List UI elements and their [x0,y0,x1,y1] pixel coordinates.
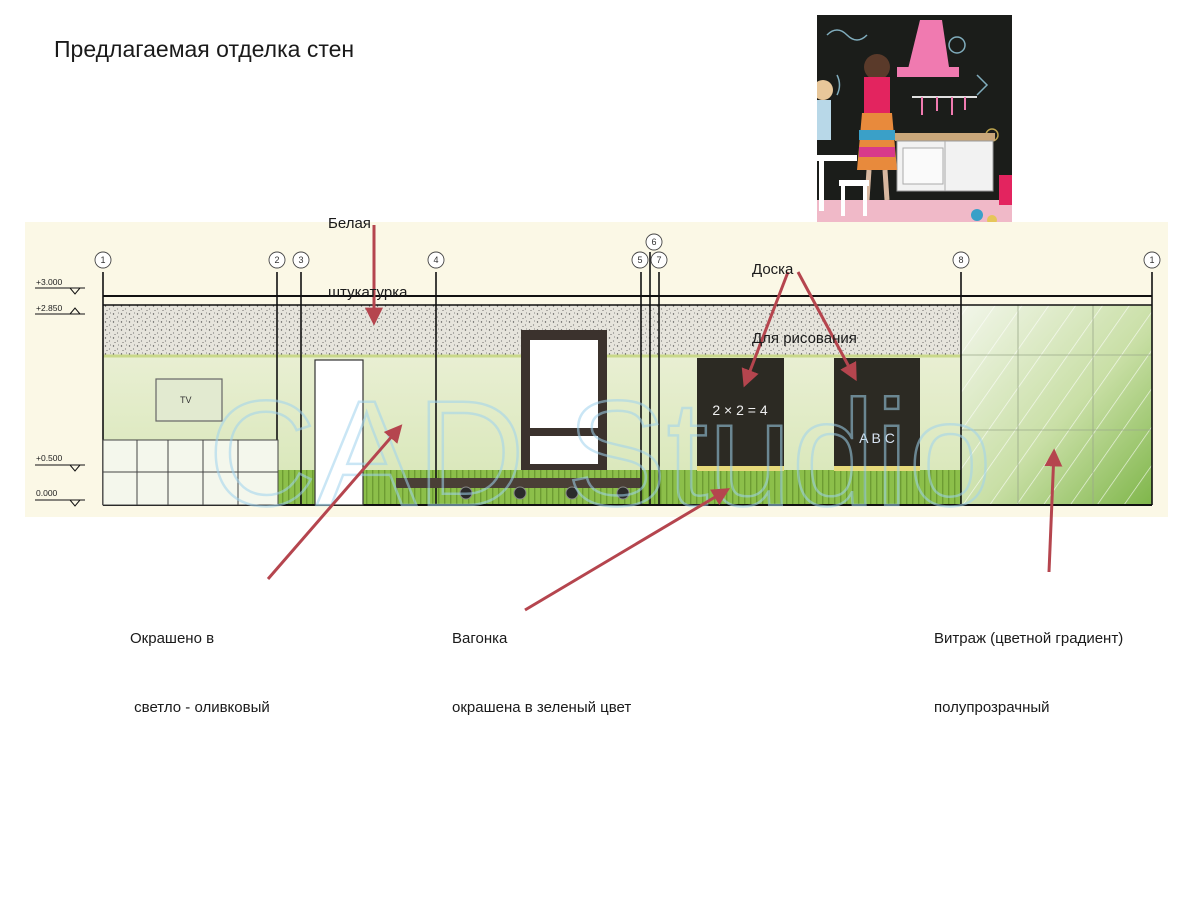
reference-photo [817,15,1012,237]
axis-marker-4 [427,251,445,269]
label-line: окрашена в зеленый цвет [452,699,632,716]
axis-marker-2 [268,251,286,269]
label-stained-glass: Витраж (цветной градиент) полупрозрачный [934,581,1123,742]
label-line: Вагонка [452,630,508,647]
axis-label: 5 [637,255,642,265]
axis-label: 3 [298,255,303,265]
label-drawing-board: Доска Для рисования [752,212,857,373]
axis-label: 2 [274,255,279,265]
axis-label: 1 [1149,255,1154,265]
axis-label: 8 [958,255,963,265]
label-white-plaster: Белая штукатурка [328,166,407,327]
axis-label: 6 [651,237,656,247]
tv-label: TV [180,395,192,405]
bench [396,478,640,488]
chalkboard-right-text: A B C [859,430,895,446]
axis-label: 7 [656,255,661,265]
level-mark: +0.500 [36,453,63,463]
label-line: штукатурка [328,284,408,301]
arrow-olive [266,424,403,580]
level-mark: +3.000 [36,277,63,287]
tv-screen [155,378,223,422]
axis-marker-6 [645,233,663,251]
level-mark: +2.850 [36,303,63,313]
chalkboard-left-text: 2 × 2 = 4 [712,402,767,418]
label-line: Доска [752,261,794,278]
level-mark: 0.000 [36,488,58,498]
arrow-glass [1044,448,1063,573]
axis-label: 4 [433,255,438,265]
arrow-board-right [796,271,857,382]
axis-marker-3 [292,251,310,269]
label-line: Окрашено в [130,630,215,647]
watermark: CAD Studio [208,369,992,537]
label-line: Белая [328,215,371,232]
axis-marker-7 [650,251,668,269]
label-line: светло - оливковый [130,699,270,716]
label-wood-panel: Вагонка окрашена в зеленый цвет [452,581,631,742]
label-line: Витраж (цветной градиент) [934,630,1124,647]
axis-marker-5 [631,251,649,269]
label-olive-paint: Окрашено в светло - оливковый [130,581,270,742]
axis-marker-1 [94,251,112,269]
label-line: полупрозрачный [934,699,1050,716]
axis-label: 1 [100,255,105,265]
arrow-board-left [741,271,790,388]
arrow-panel [524,488,731,612]
page-title: Предлагаемая отделка стен [54,36,355,62]
label-line: Для рисования [752,330,857,347]
axis-marker-8 [952,251,970,269]
chalkboard-left [697,358,784,470]
axis-marker-1b [1143,251,1161,269]
